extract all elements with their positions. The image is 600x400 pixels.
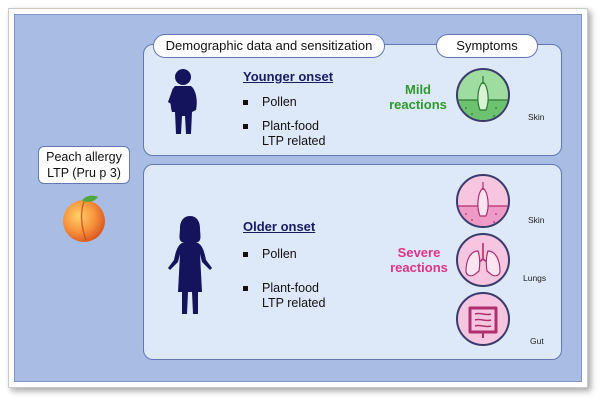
lungs-icon xyxy=(456,233,510,287)
younger-bullet-pollen: Pollen xyxy=(243,95,297,110)
peach-icon xyxy=(58,192,110,244)
bullet-marker xyxy=(243,252,248,257)
severe-reactions-line2: reactions xyxy=(390,260,448,275)
older-onset-title: Older onset xyxy=(243,219,316,234)
bullet-marker xyxy=(243,100,248,105)
younger-bullet-plantfood-text: Plant-food xyxy=(262,119,319,133)
younger-bullet-ltp-text: LTP related xyxy=(262,134,326,148)
gut-icon xyxy=(456,292,510,346)
skin-severe-label: Skin xyxy=(528,215,545,225)
skin-mild-icon xyxy=(456,68,510,122)
younger-bullet-pollen-text: Pollen xyxy=(262,95,297,109)
younger-bullet-plantfood: Plant-food LTP related xyxy=(243,119,326,149)
demographic-header: Demographic data and sensitization xyxy=(153,34,385,58)
symptoms-header-label: Symptoms xyxy=(456,38,518,53)
skin-mild-label: Skin xyxy=(528,112,545,122)
younger-onset-title: Younger onset xyxy=(243,69,334,84)
older-bullet-pollen-text: Pollen xyxy=(262,247,297,261)
older-bullet-ltp-text: LTP related xyxy=(262,296,326,310)
older-bullet-pollen: Pollen xyxy=(243,247,297,262)
severe-reactions-line1: Severe xyxy=(397,245,441,260)
allergen-line2: LTP (Pru p 3) xyxy=(47,166,121,180)
allergen-line1: Peach allergy xyxy=(46,150,122,164)
bullet-marker xyxy=(243,286,248,291)
mild-reactions-line2: reactions xyxy=(389,97,447,112)
child-silhouette-icon xyxy=(166,68,202,140)
woman-silhouette-icon xyxy=(164,214,216,318)
skin-severe-icon xyxy=(456,174,510,228)
older-bullet-plantfood: Plant-food LTP related xyxy=(243,281,326,311)
mild-reactions-line1: Mild xyxy=(405,82,431,97)
severe-reactions-label: Severe reactions xyxy=(384,245,454,275)
mild-reactions-label: Mild reactions xyxy=(388,82,448,112)
gut-label: Gut xyxy=(530,336,544,346)
bullet-marker xyxy=(243,124,248,129)
allergen-box: Peach allergy LTP (Pru p 3) xyxy=(38,146,130,184)
lungs-label: Lungs xyxy=(523,273,547,283)
demographic-header-label: Demographic data and sensitization xyxy=(165,38,373,53)
symptoms-header: Symptoms xyxy=(436,34,538,58)
older-bullet-plantfood-text: Plant-food xyxy=(262,281,319,295)
